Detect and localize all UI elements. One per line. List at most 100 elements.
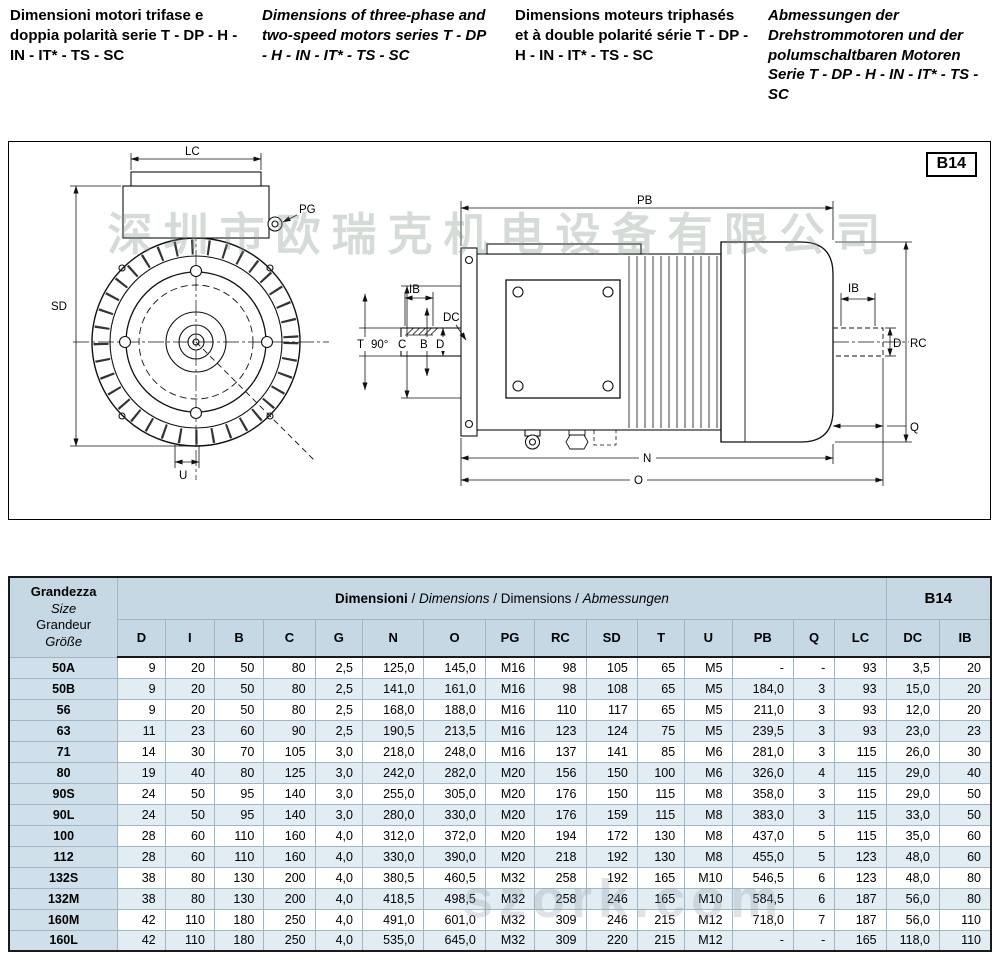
value-cell: 60 [164, 824, 215, 847]
value-cell: 312,0 [361, 824, 425, 847]
value-cell: M5 [684, 656, 733, 679]
dim-label-q: Q [910, 422, 919, 434]
value-cell: 165 [834, 929, 887, 952]
value-cell: 250 [263, 908, 316, 931]
value-cell: 211,0 [731, 698, 794, 721]
value-cell: 115 [834, 761, 887, 784]
value-cell: 5 [792, 824, 836, 847]
value-cell: 546,5 [731, 866, 794, 889]
dim-label-rc: RC [910, 338, 927, 350]
value-cell: 176 [534, 782, 587, 805]
value-cell: 48,0 [885, 866, 940, 889]
dim-label-b: B [420, 339, 428, 351]
size-cell: 160L [8, 929, 119, 952]
corner-label-en: Size [50, 600, 77, 616]
dim-label-d-front: D [436, 339, 444, 351]
value-cell: 160 [263, 824, 316, 847]
value-cell: 33,0 [885, 803, 940, 826]
value-cell: 40 [938, 761, 992, 784]
col-header-ib: IB [938, 618, 992, 658]
dim-label-pb: PB [637, 195, 653, 207]
value-cell: 3 [792, 698, 836, 721]
col-header-rc: RC [534, 618, 587, 658]
value-cell: 20 [938, 677, 992, 700]
value-cell: 80 [938, 866, 992, 889]
value-cell: 4,0 [314, 845, 363, 868]
dim-label-u: U [179, 470, 187, 482]
value-cell: 194 [534, 824, 587, 847]
value-cell: M32 [484, 929, 536, 952]
value-cell: 150 [585, 761, 638, 784]
value-cell: 60 [213, 719, 265, 742]
value-cell: 130 [636, 824, 686, 847]
value-cell: 258 [534, 866, 587, 889]
value-cell: 145,0 [423, 656, 486, 679]
value-cell: 50 [164, 782, 215, 805]
value-cell: 239,5 [731, 719, 794, 742]
value-cell: 105 [263, 740, 316, 763]
value-cell: 42 [117, 908, 166, 931]
col-header-sd: SD [585, 618, 638, 658]
value-cell: 115 [834, 782, 887, 805]
value-cell: 187 [834, 908, 887, 931]
title-sep: / [489, 590, 501, 606]
value-cell: 3 [792, 803, 836, 826]
value-cell: 95 [213, 803, 265, 826]
value-cell: 65 [636, 698, 686, 721]
value-cell: 30 [938, 740, 992, 763]
value-cell: 80 [263, 656, 316, 679]
value-cell: 218 [534, 845, 587, 868]
value-cell: 60 [938, 824, 992, 847]
value-cell: 645,0 [423, 929, 486, 952]
size-cell: 132M [8, 887, 119, 910]
value-cell: 9 [117, 698, 166, 721]
value-cell: 2,5 [314, 656, 363, 679]
value-cell: 7 [792, 908, 836, 931]
technical-drawing-panel: B14 深圳市欧瑞克机电设备有限公司 [8, 141, 991, 520]
title-en: Dimensions [419, 590, 490, 606]
value-cell: 140 [263, 782, 316, 805]
value-cell: 124 [585, 719, 638, 742]
label-backplate [353, 337, 449, 351]
value-cell: 98 [534, 677, 587, 700]
value-cell: 85 [636, 740, 686, 763]
value-cell: 3 [792, 719, 836, 742]
size-cell: 80 [8, 761, 119, 784]
value-cell: 4,0 [314, 887, 363, 910]
value-cell: M20 [484, 803, 536, 826]
value-cell: 258 [534, 887, 587, 910]
value-cell: 14 [117, 740, 166, 763]
value-cell: 110 [938, 929, 992, 952]
value-cell: 60 [938, 845, 992, 868]
value-cell: 3,0 [314, 761, 363, 784]
value-cell: 125,0 [361, 656, 425, 679]
size-cell: 112 [8, 845, 119, 868]
col-header-b: B [213, 618, 265, 658]
value-cell: 23 [938, 719, 992, 742]
value-cell: 184,0 [731, 677, 794, 700]
value-cell: 123 [834, 845, 887, 868]
motor-dimension-drawing: LC PG SD U [51, 146, 927, 487]
value-cell: 6 [792, 887, 836, 910]
value-cell: 187 [834, 887, 887, 910]
value-cell: 115 [834, 824, 887, 847]
value-cell: 30 [164, 740, 215, 763]
value-cell: 50 [938, 782, 992, 805]
value-cell: 4,0 [314, 908, 363, 931]
value-cell: M5 [684, 698, 733, 721]
value-cell: 535,0 [361, 929, 425, 952]
value-cell: 117 [585, 698, 638, 721]
value-cell: 6 [792, 866, 836, 889]
value-cell: 165 [636, 887, 686, 910]
value-cell: 56,0 [885, 887, 940, 910]
value-cell: 110 [213, 845, 265, 868]
value-cell: 90 [263, 719, 316, 742]
value-cell: - [792, 929, 836, 952]
value-cell: 140 [263, 803, 316, 826]
value-cell: 42 [117, 929, 166, 952]
value-cell: 4 [792, 761, 836, 784]
